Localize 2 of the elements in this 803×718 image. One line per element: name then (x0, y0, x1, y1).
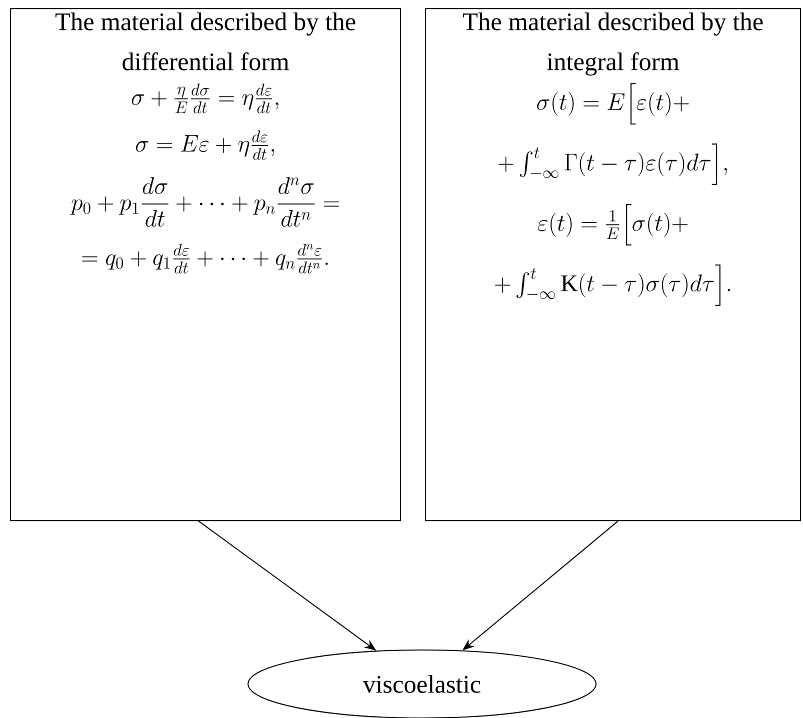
text-box: The material described by the differential form $\sigma+\frac{\eta}{E}\frac{d\sigma}{dt}=\eta\frac{d\varepsilon}{dt},$ $\sigma=E\varepsilon+\eta\frac{d\varepsilon}{dt},$ $p_0+p_1\dfrac{d\sigma}{dt}+\dots+p_n\dfrac{d^n\sigma}{dt^n}=$ $=q_0+q_1\frac{d\varepsilon}{dt}+\dots+q_n\frac{d^n\varepsilon}{dt^n}.$ (10, 8, 402, 522)
text-box: The material described by the integral form $\sigma(t)=E\Big[\varepsilon(t)+$ $+\int_{-\infty}^{t}\Gamma(t-\tau)\varepsilon(\tau)d\tau\Big],$ $\varepsilon(t)=\frac{1}{E}\Big[\sigma(t)+$ $+\int_{-\infty}^{t}\mathrm{K}(t-\tau)\sigma(\tau)d\tau\Big].$ (425, 8, 802, 522)
